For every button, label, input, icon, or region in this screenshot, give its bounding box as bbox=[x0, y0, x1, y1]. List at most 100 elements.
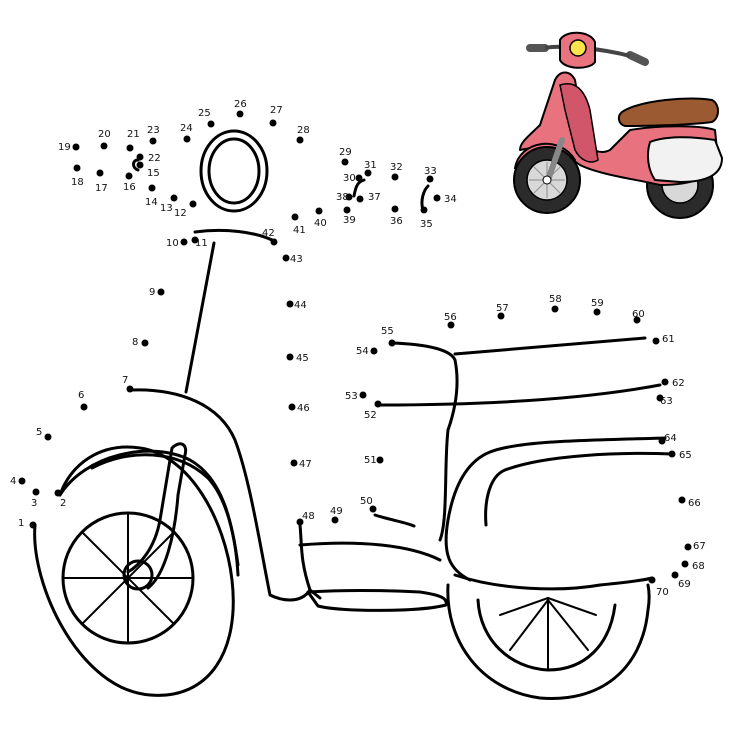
dot-label-64: 64 bbox=[664, 433, 677, 444]
dot-28 bbox=[296, 136, 304, 144]
dot-7 bbox=[126, 385, 134, 393]
dot-49 bbox=[331, 516, 339, 524]
dot-30 bbox=[355, 174, 363, 182]
dot-label-30: 30 bbox=[343, 173, 356, 184]
dot-48 bbox=[296, 518, 304, 526]
dot-label-56: 56 bbox=[444, 312, 457, 323]
dot-label-11: 11 bbox=[195, 238, 208, 249]
dot-35 bbox=[420, 206, 428, 214]
dot-16 bbox=[125, 172, 133, 180]
dot-label-59: 59 bbox=[591, 298, 604, 309]
dot-label-51: 51 bbox=[364, 455, 377, 466]
dot-label-37: 37 bbox=[368, 192, 381, 203]
dot-9 bbox=[157, 288, 165, 296]
dot-5 bbox=[44, 433, 52, 441]
dot-label-43: 43 bbox=[290, 254, 303, 265]
dot-44 bbox=[286, 300, 294, 308]
dot-61 bbox=[652, 337, 660, 345]
dot-33 bbox=[426, 175, 434, 183]
dot-label-14: 14 bbox=[145, 197, 158, 208]
dot-12 bbox=[189, 200, 197, 208]
dot-label-62: 62 bbox=[672, 378, 685, 389]
dot-label-34: 34 bbox=[444, 194, 457, 205]
dot-label-21: 21 bbox=[127, 129, 140, 140]
seat-line-bottom bbox=[376, 383, 662, 407]
dot-label-44: 44 bbox=[294, 300, 307, 311]
floor-top bbox=[298, 541, 442, 562]
dot-label-55: 55 bbox=[381, 326, 394, 337]
dot-4 bbox=[18, 477, 26, 485]
dot-label-48: 48 bbox=[302, 511, 315, 522]
dot-15 bbox=[136, 161, 144, 169]
steering-column bbox=[184, 241, 216, 394]
dot-label-39: 39 bbox=[343, 215, 356, 226]
dot-11 bbox=[191, 236, 199, 244]
dot-38 bbox=[345, 193, 353, 201]
dot-label-13: 13 bbox=[160, 203, 173, 214]
dot-60 bbox=[633, 316, 641, 324]
dot-66 bbox=[678, 496, 686, 504]
body-panel bbox=[390, 341, 459, 542]
front-fork bbox=[126, 442, 188, 590]
dot-label-29: 29 bbox=[339, 147, 352, 158]
dot-43 bbox=[282, 254, 290, 262]
rear-tire bbox=[446, 583, 651, 700]
dot-label-57: 57 bbox=[496, 303, 509, 314]
headlight-inner bbox=[207, 137, 261, 205]
dot-label-27: 27 bbox=[270, 105, 283, 116]
dot-label-28: 28 bbox=[297, 125, 310, 136]
scooter-outline bbox=[33, 129, 674, 700]
dot-label-63: 63 bbox=[660, 396, 673, 407]
dot-23 bbox=[149, 137, 157, 145]
dot-label-61: 61 bbox=[662, 334, 675, 345]
dot-13 bbox=[170, 194, 178, 202]
dot-label-52: 52 bbox=[364, 410, 377, 421]
dot-label-7: 7 bbox=[122, 375, 128, 386]
dot-label-46: 46 bbox=[297, 403, 310, 414]
dot-45 bbox=[286, 353, 294, 361]
dot-label-45: 45 bbox=[296, 353, 309, 364]
dot-29 bbox=[341, 158, 349, 166]
dot-26 bbox=[236, 110, 244, 118]
dot-18 bbox=[73, 164, 81, 172]
leg-shield bbox=[128, 388, 312, 602]
dot-label-18: 18 bbox=[71, 177, 84, 188]
dot-label-22: 22 bbox=[148, 153, 161, 164]
dot-label-19: 19 bbox=[58, 142, 71, 153]
dot-34 bbox=[433, 194, 441, 202]
dot-36 bbox=[391, 205, 399, 213]
dot-label-3: 3 bbox=[31, 498, 37, 509]
dot-57 bbox=[497, 312, 505, 320]
dot-6 bbox=[80, 403, 88, 411]
dot-56 bbox=[447, 321, 455, 329]
rear-panel-upper bbox=[444, 436, 667, 582]
dot-70 bbox=[648, 576, 656, 584]
dot-69 bbox=[671, 571, 679, 579]
dot-label-53: 53 bbox=[345, 391, 358, 402]
dot-label-1: 1 bbox=[18, 518, 24, 529]
dot-64 bbox=[658, 437, 666, 445]
dot-label-66: 66 bbox=[688, 498, 701, 509]
dot-25 bbox=[207, 120, 215, 128]
dot-label-47: 47 bbox=[299, 459, 312, 470]
dot-label-50: 50 bbox=[360, 496, 373, 507]
dot-label-65: 65 bbox=[679, 450, 692, 461]
dot-label-31: 31 bbox=[364, 160, 377, 171]
dot-59 bbox=[593, 308, 601, 316]
seat-line-top bbox=[453, 336, 647, 356]
dot-label-60: 60 bbox=[632, 309, 645, 320]
dot-37 bbox=[356, 195, 364, 203]
dot-label-25: 25 bbox=[198, 108, 211, 119]
dot-label-23: 23 bbox=[147, 125, 160, 136]
dot-label-6: 6 bbox=[78, 390, 84, 401]
dot-10 bbox=[180, 238, 188, 246]
dot-53 bbox=[359, 391, 367, 399]
dot-label-49: 49 bbox=[330, 506, 343, 517]
dot-label-70: 70 bbox=[656, 587, 669, 598]
dot-label-40: 40 bbox=[314, 218, 327, 229]
rear-spokes bbox=[499, 597, 597, 671]
dot-label-41: 41 bbox=[293, 225, 306, 236]
dot-51 bbox=[376, 456, 384, 464]
front-fender-inner bbox=[90, 453, 240, 577]
dot-label-69: 69 bbox=[678, 579, 691, 590]
